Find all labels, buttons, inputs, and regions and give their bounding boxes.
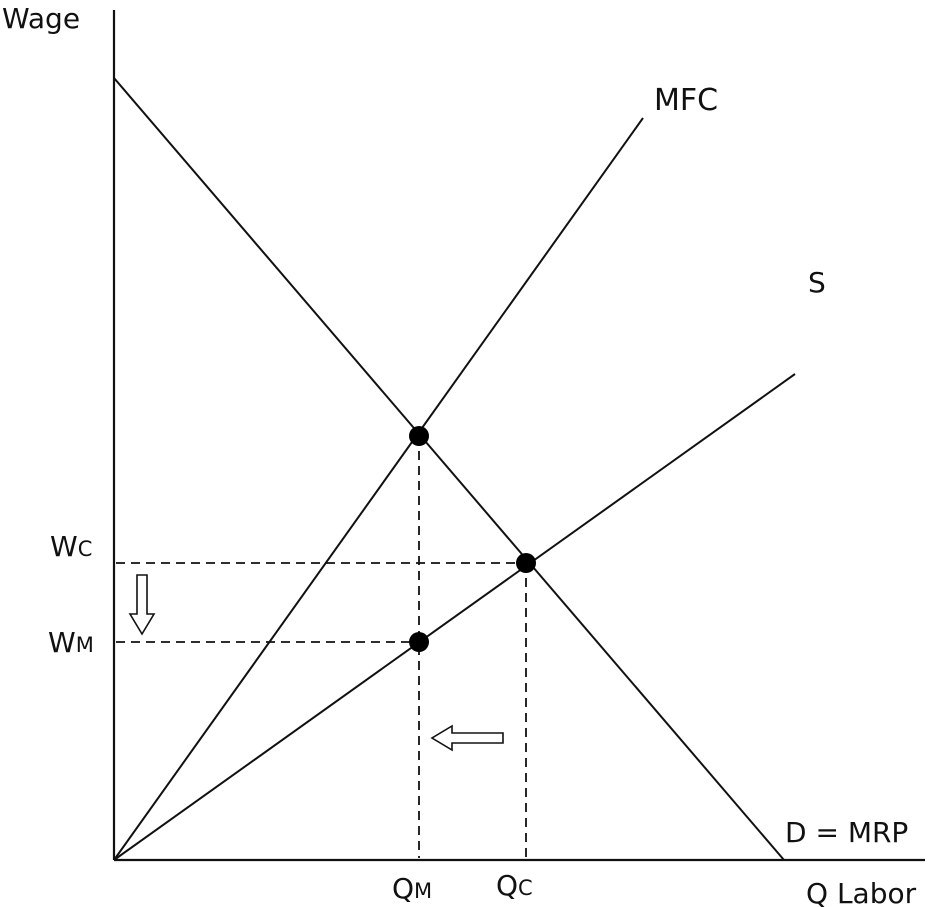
y-axis-label: Wage xyxy=(2,2,80,35)
demand-curve xyxy=(113,77,785,861)
x-axis-label: Q Labor xyxy=(806,877,917,907)
down-arrow-icon xyxy=(128,574,156,636)
left-arrow-icon xyxy=(430,724,504,752)
wc-label: WC xyxy=(50,530,92,563)
qm-label: QM xyxy=(392,872,432,905)
wm-label: WM xyxy=(48,626,94,659)
mfc-mrp-intersection-dot xyxy=(409,426,429,446)
mfc-label: MFC xyxy=(654,83,718,118)
mfc-curve xyxy=(113,117,644,861)
qc-label: QC xyxy=(496,869,533,902)
supply-curve xyxy=(113,373,796,861)
competitive-equilibrium-dot xyxy=(516,553,536,573)
monopsony-wage-dot xyxy=(409,632,429,652)
supply-label: S xyxy=(808,266,826,299)
demand-label: D = MRP xyxy=(785,816,908,849)
